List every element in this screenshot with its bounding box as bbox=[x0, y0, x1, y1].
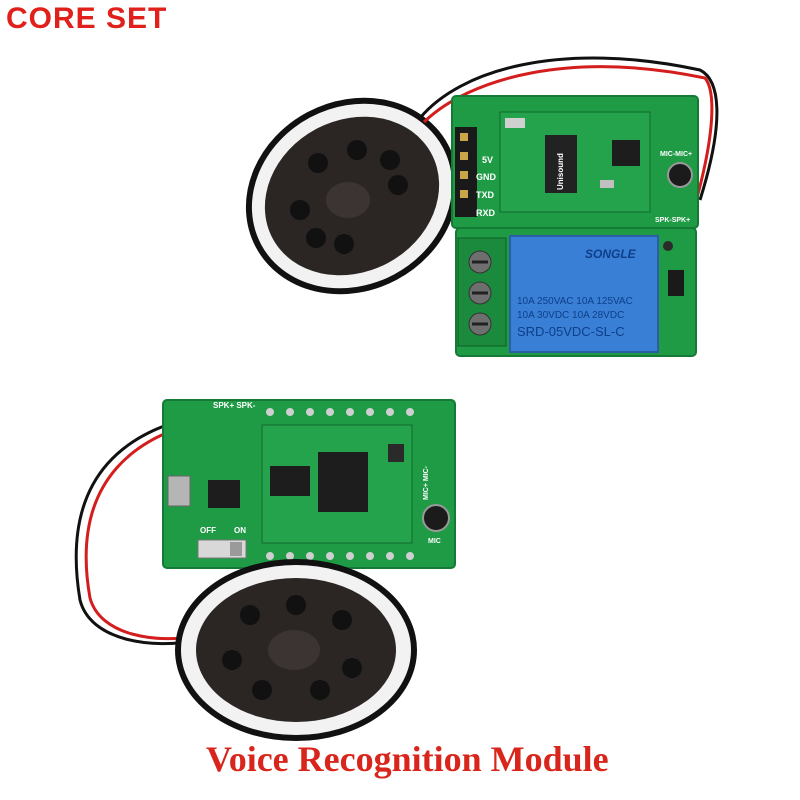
relay-board bbox=[455, 227, 697, 357]
pin-label-txd: TXD bbox=[476, 190, 495, 200]
mic-label-bottom-2: MIC bbox=[428, 538, 441, 545]
bottom-speaker bbox=[175, 559, 417, 741]
brand-logo: CORE SET bbox=[6, 2, 168, 35]
switch-off-label: OFF bbox=[200, 526, 216, 535]
relay-rating-2: 10A 30VDC 10A 28VDC bbox=[517, 310, 624, 321]
top-voice-board bbox=[451, 95, 699, 229]
spk-label-top: SPK-SPK+ bbox=[655, 217, 690, 224]
switch-on-label: ON bbox=[234, 526, 246, 535]
mic-label-bottom: MIC+ MIC- bbox=[423, 465, 430, 500]
pin-label-rxd: RXD bbox=[476, 208, 496, 218]
relay-brand: SONGLE bbox=[585, 247, 637, 261]
chip-brand: Unisound bbox=[556, 153, 565, 190]
product-caption: Voice Recognition Module bbox=[206, 739, 609, 779]
relay-model: SRD-05VDC-SL-C bbox=[517, 324, 625, 339]
spk-label-bottom: SPK+ SPK- bbox=[213, 401, 256, 410]
top-speaker bbox=[245, 97, 459, 295]
mic-label-top: MIC-MIC+ bbox=[660, 151, 692, 158]
pin-label-gnd: GND bbox=[476, 172, 497, 182]
pin-label-5v: 5V bbox=[482, 155, 493, 165]
relay-rating-1: 10A 250VAC 10A 125VAC bbox=[517, 296, 633, 307]
bottom-voice-board bbox=[162, 399, 456, 569]
